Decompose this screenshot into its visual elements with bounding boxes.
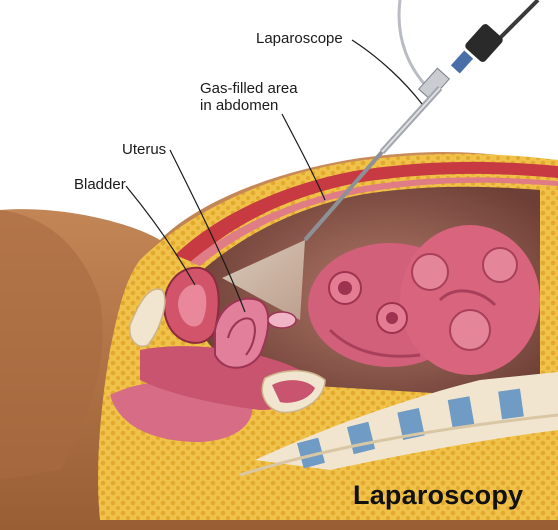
- spine: [239, 372, 558, 477]
- bladder-organ: [163, 266, 220, 344]
- laparoscope-leader: [351, 39, 423, 105]
- laparoscope-instrument: [303, 0, 540, 242]
- laparoscope-label: Laparoscope: [256, 30, 343, 47]
- uterus-leader: [169, 149, 246, 313]
- bladder-leader: [125, 185, 196, 286]
- leader-lines: [125, 39, 423, 313]
- uterus-label: Uterus: [122, 141, 167, 158]
- diagram-title: Laparoscopy: [353, 480, 524, 510]
- abdominal-wall-muscle: [175, 161, 558, 266]
- intestines: [308, 225, 540, 375]
- gas-filled-area-label-line2: in abdomen: [200, 97, 279, 114]
- gas-area-leader: [281, 113, 326, 201]
- gas-filled-area-label-line1: Gas-filled area: [200, 80, 298, 97]
- pelvic-organs: [110, 266, 326, 442]
- bladder-label: Bladder: [74, 176, 126, 193]
- uterus-organ: [214, 297, 297, 369]
- light-cone: [222, 240, 305, 320]
